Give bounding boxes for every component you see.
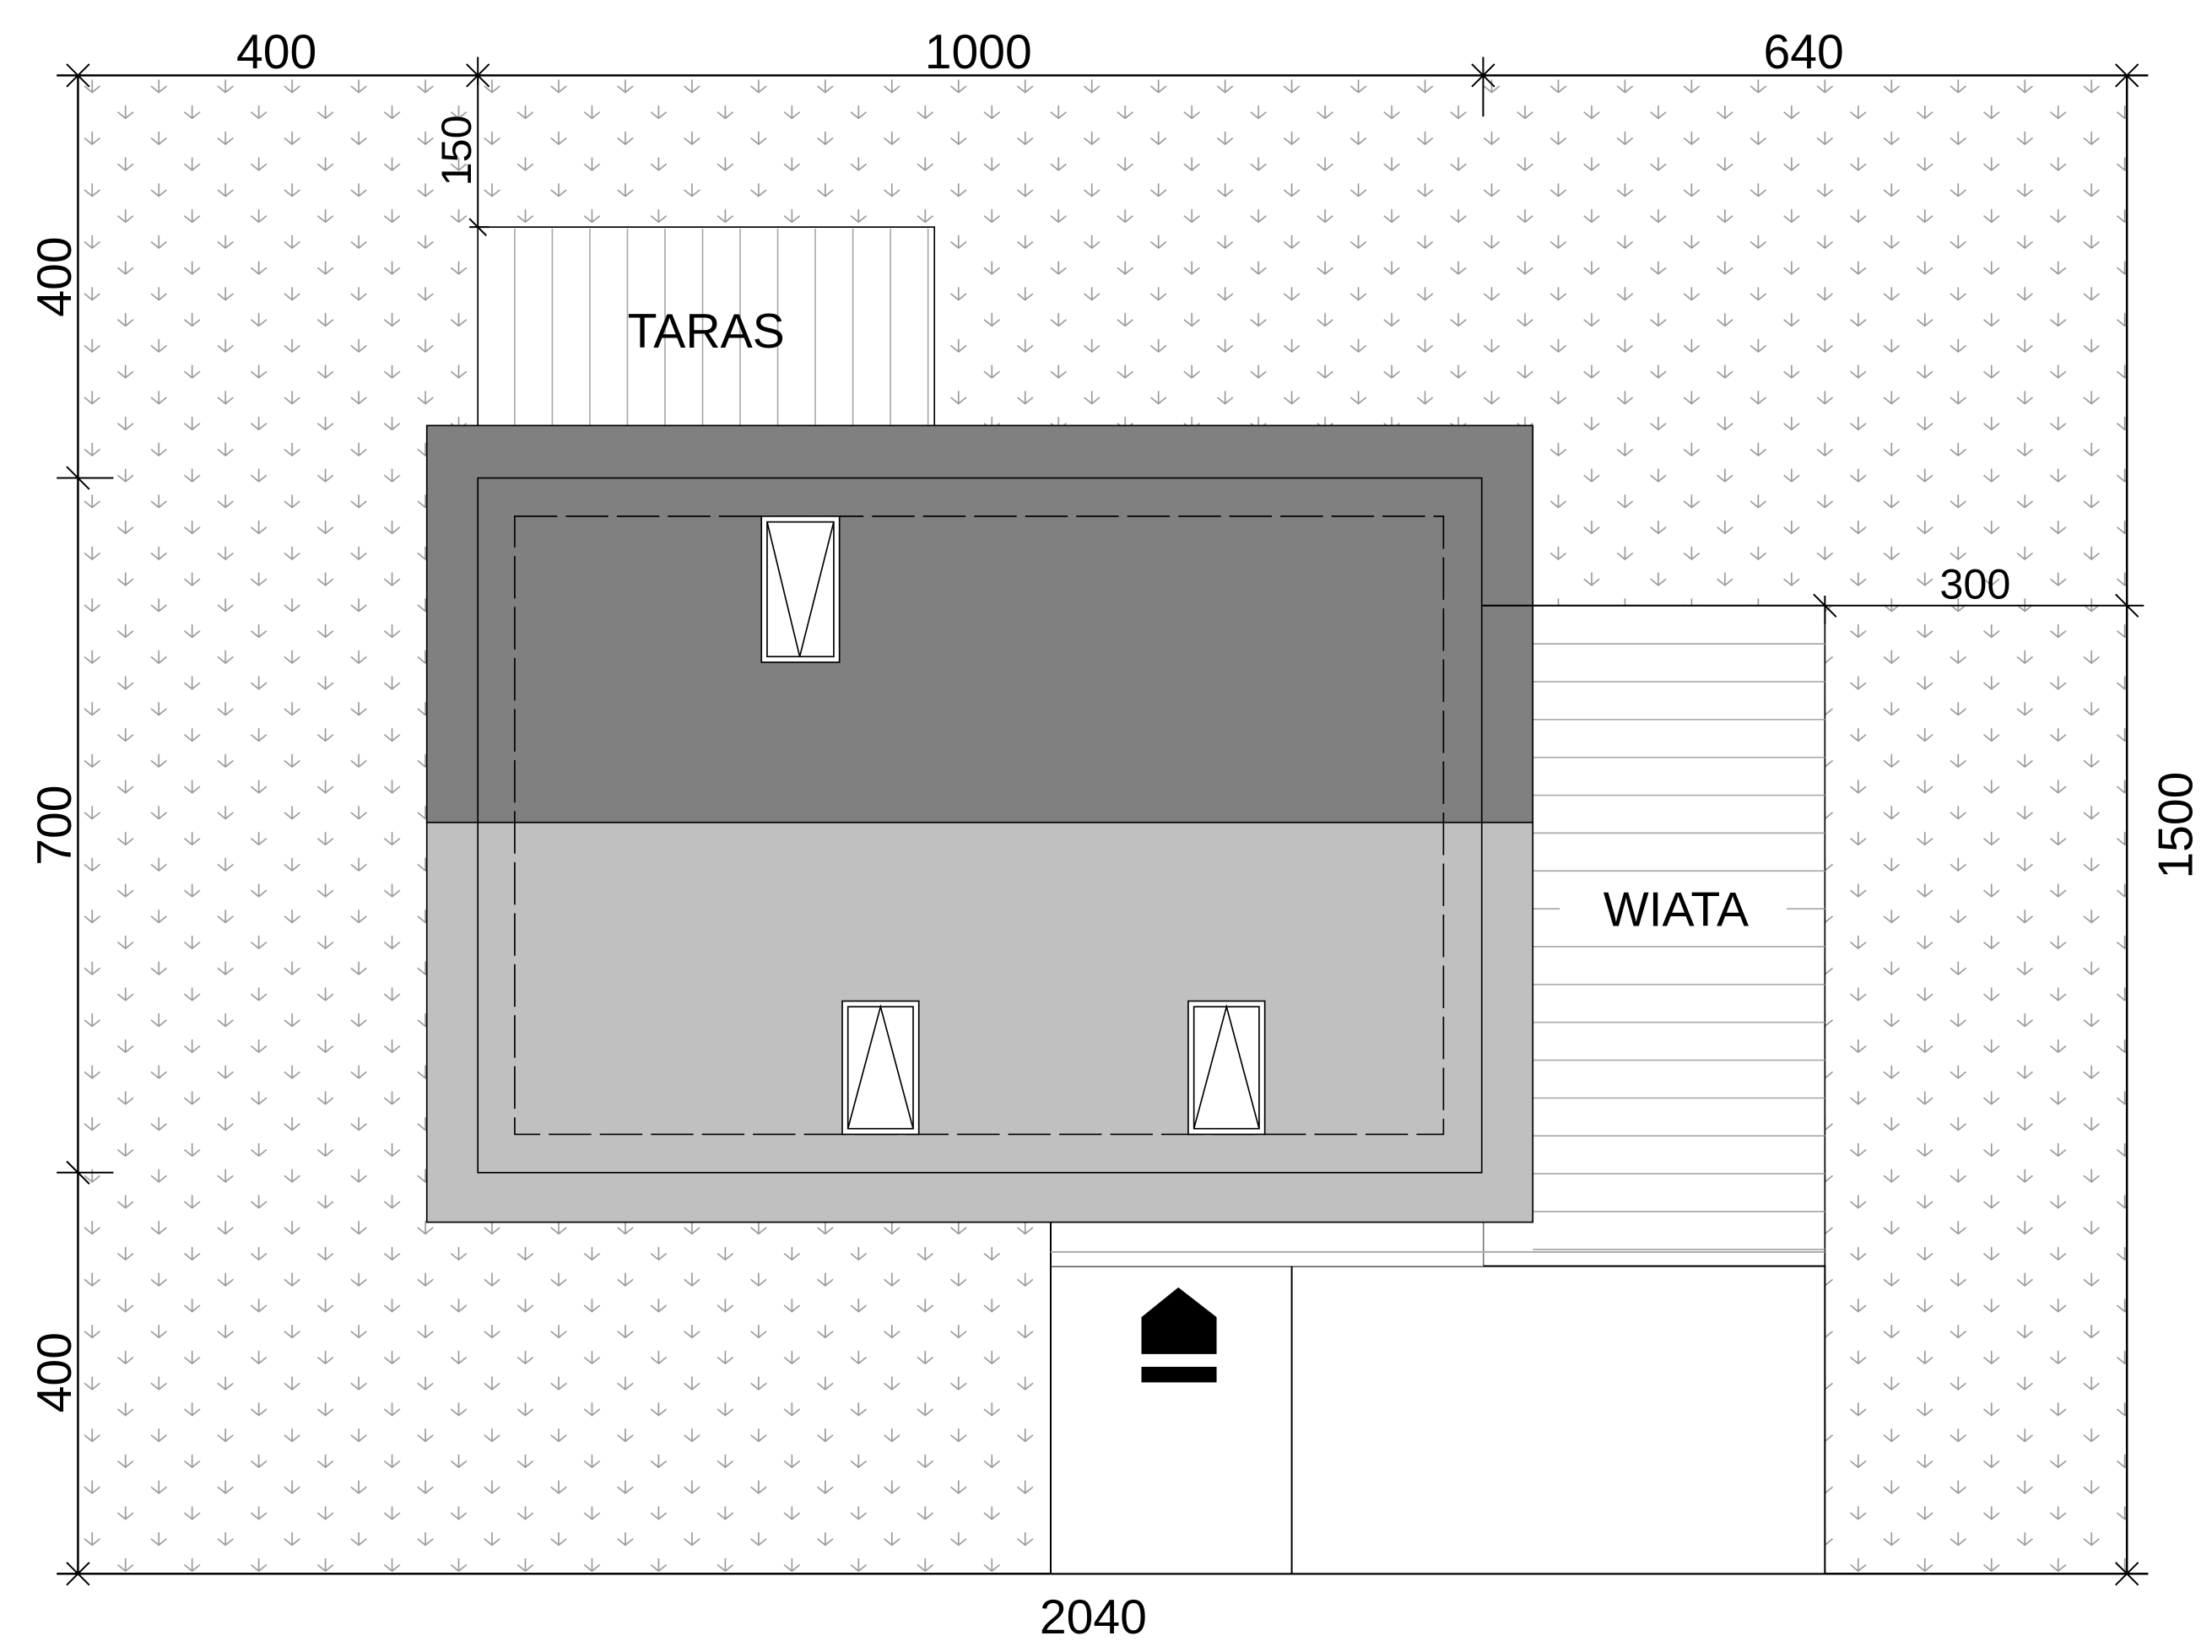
dim-top-2: 1000 (925, 25, 1032, 79)
dim-bottom-total: 2040 (1040, 1590, 1147, 1644)
terrace: TARAS (477, 226, 936, 427)
dim-taras-offset: 150 (432, 115, 480, 186)
dim-left-2: 700 (28, 786, 82, 866)
dim-left-3: 400 (28, 1332, 82, 1412)
dim-top-1: 400 (236, 25, 316, 79)
house-roof (425, 424, 1534, 1223)
carport-label: WIATA (1604, 883, 1749, 937)
roof-window (1187, 1000, 1266, 1136)
carport: WIATA (1482, 604, 1826, 1267)
dim-right-total: 1500 (2149, 772, 2203, 879)
dim-top-3: 640 (1763, 25, 1843, 79)
dim-left-1: 400 (28, 236, 82, 316)
terrace-label: TARAS (628, 305, 785, 359)
dim-wiata-offset: 300 (1939, 559, 2010, 607)
roof-window (841, 1000, 920, 1136)
entrance-icon (1141, 1287, 1217, 1383)
roof-window (760, 516, 841, 663)
dimension-ticks (57, 57, 2144, 1586)
